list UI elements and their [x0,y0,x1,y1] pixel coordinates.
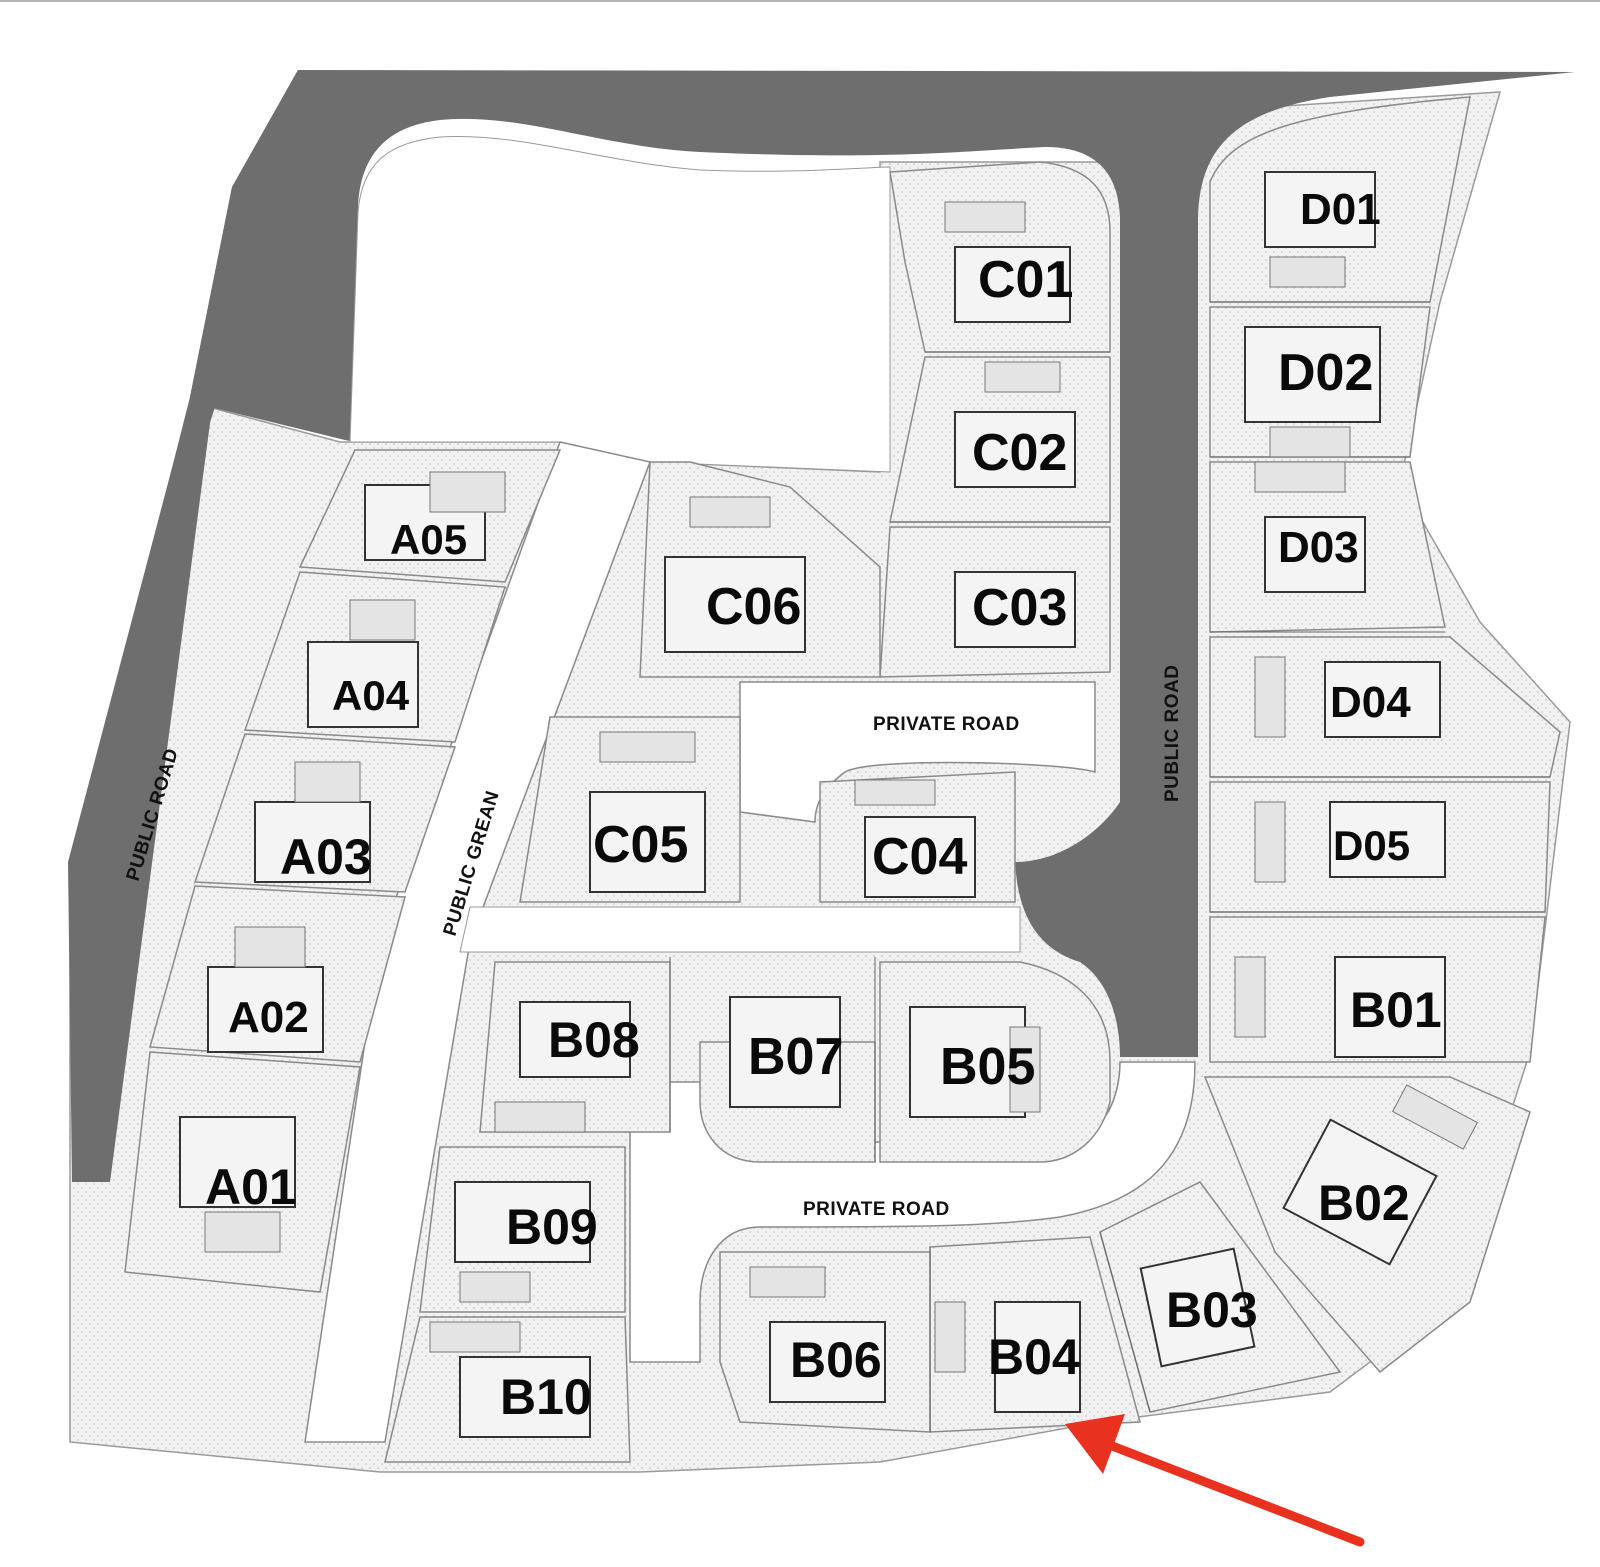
arrow-pointer-icon [1065,1414,1365,1547]
plot-label-a03: A03 [280,829,372,885]
plot-label-b01: B01 [1350,982,1442,1038]
plot-label-c04: C04 [872,828,967,886]
road-band-north [190,70,1575,1057]
block-d [1209,96,1561,913]
plot-label-d01: D01 [1300,185,1381,234]
plot-label-d04: D04 [1330,678,1411,727]
block-c [519,161,1111,903]
plot-label-b03: B03 [1166,1282,1258,1338]
plot-label-d02: D02 [1278,344,1373,402]
plot-label-a05: A05 [390,516,467,563]
plot-label-b10: B10 [500,1369,592,1425]
plot-label-b04: B04 [988,1329,1080,1385]
plot-label-c03: C03 [972,579,1067,637]
private-road-north [739,681,1096,823]
open-area-north [349,135,891,473]
plot-label-b02: B02 [1318,1175,1410,1231]
private-road-north-label: PRIVATE ROAD [873,714,1020,735]
plot-label-c06: C06 [706,578,801,636]
public-road-east-label: PUBLIC ROAD [1162,665,1183,802]
plot-label-a02: A02 [228,993,309,1042]
road-bend-c04 [1015,217,1198,1057]
lot-dividers [669,301,1550,1432]
plot-label-b08: B08 [548,1012,640,1068]
public-road-west-strip [68,400,212,1182]
block-b [384,916,1546,1463]
plot-label-c05: C05 [593,816,688,874]
plot-label-b09: B09 [506,1199,598,1255]
plot-label-a04: A04 [332,672,410,719]
plot-label-c02: C02 [972,424,1067,482]
block-a [124,449,562,1293]
plot-label-d05: D05 [1333,822,1410,869]
plot-label-d03: D03 [1278,523,1359,572]
plot-label-c01: C01 [978,251,1073,309]
plot-label-b05: B05 [940,1038,1035,1096]
plot-label-a01: A01 [205,1159,297,1215]
plot-label-b06: B06 [790,1332,882,1388]
private-road-south-label: PRIVATE ROAD [803,1199,950,1220]
plot-labels: A05 A04 A03 A02 A01 C01 C02 C03 C06 C05 … [205,185,1442,1425]
plot-label-b07: B07 [748,1028,843,1086]
